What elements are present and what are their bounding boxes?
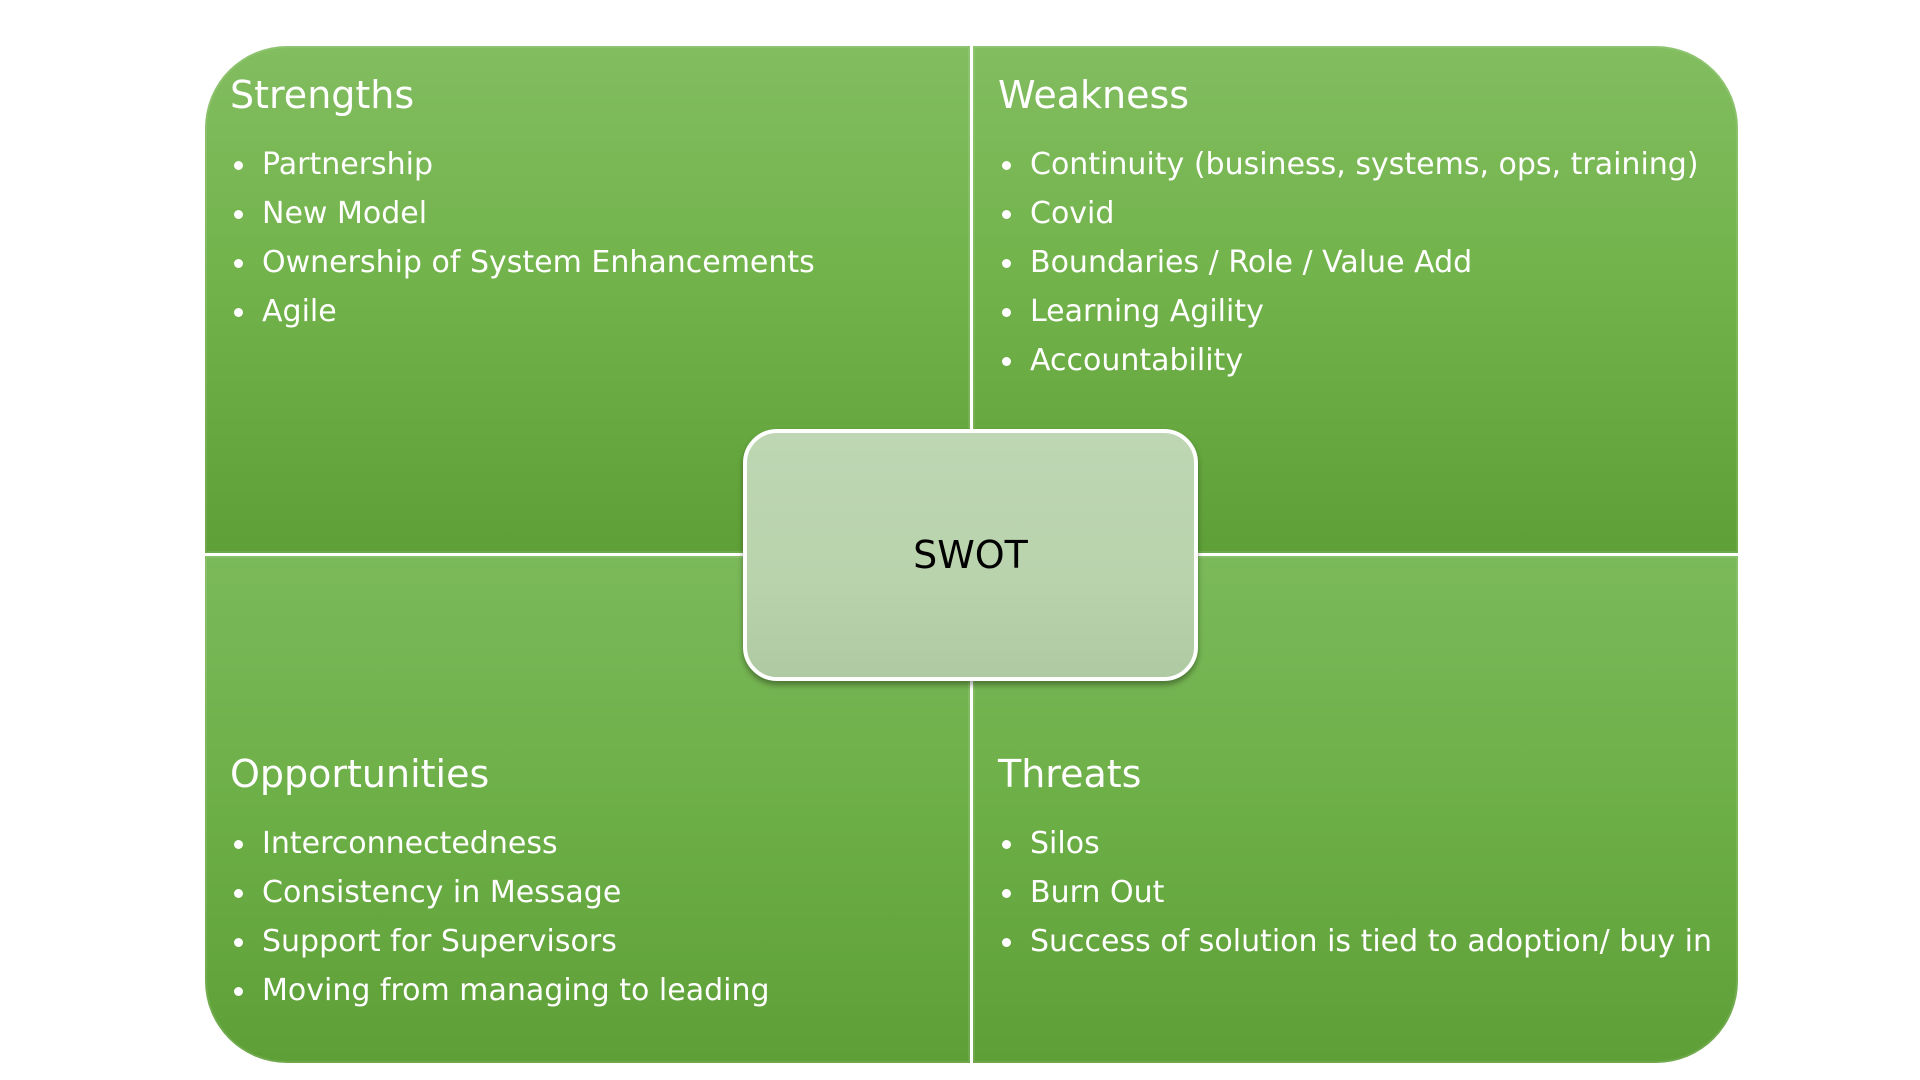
swot-center-label: SWOT	[913, 533, 1028, 577]
opportunities-item: Interconnectedness	[230, 823, 948, 865]
swot-center-box: SWOT	[743, 429, 1198, 681]
weakness-title: Weakness	[998, 73, 1190, 117]
bullet-icon	[1002, 210, 1011, 219]
strengths-item: Ownership of System Enhancements	[230, 242, 948, 284]
strengths-item: New Model	[230, 193, 948, 235]
threats-item: Burn Out	[998, 872, 1716, 914]
strengths-item-text: Ownership of System Enhancements	[262, 245, 815, 280]
bullet-icon	[1002, 357, 1011, 366]
bullet-icon	[234, 987, 243, 996]
opportunities-list: Interconnectedness Consistency in Messag…	[230, 823, 948, 1019]
weakness-item-text: Learning Agility	[1030, 294, 1264, 329]
bullet-icon	[234, 210, 243, 219]
threats-item: Silos	[998, 823, 1716, 865]
threats-item-text: Silos	[1030, 826, 1100, 861]
strengths-quadrant: Strengths Partnership New Model Ownershi…	[205, 46, 970, 553]
weakness-item-text: Accountability	[1030, 343, 1244, 378]
opportunities-title: Opportunities	[230, 752, 490, 796]
weakness-item-text: Covid	[1030, 196, 1115, 231]
opportunities-item-text: Support for Supervisors	[262, 924, 617, 959]
strengths-item-text: Agile	[262, 294, 337, 329]
opportunities-item: Support for Supervisors	[230, 921, 948, 963]
threats-list: Silos Burn Out Success of solution is ti…	[998, 823, 1716, 970]
threats-item-text: Burn Out	[1030, 875, 1165, 910]
strengths-item-text: Partnership	[262, 147, 434, 182]
bullet-icon	[234, 259, 243, 268]
opportunities-item-text: Moving from managing to leading	[262, 973, 770, 1008]
bullet-icon	[1002, 889, 1011, 898]
bullet-icon	[1002, 161, 1011, 170]
strengths-title: Strengths	[230, 73, 415, 117]
opportunities-item-text: Interconnectedness	[262, 826, 558, 861]
strengths-item: Agile	[230, 291, 948, 333]
weakness-list: Continuity (business, systems, ops, trai…	[998, 144, 1716, 389]
weakness-item: Boundaries / Role / Value Add	[998, 242, 1716, 284]
threats-title: Threats	[998, 752, 1142, 796]
bullet-icon	[234, 161, 243, 170]
opportunities-item-text: Consistency in Message	[262, 875, 622, 910]
strengths-list: Partnership New Model Ownership of Syste…	[230, 144, 948, 340]
bullet-icon	[234, 308, 243, 317]
bullet-icon	[234, 938, 243, 947]
swot-matrix: Strengths Partnership New Model Ownershi…	[205, 46, 1738, 1063]
weakness-item-text: Continuity (business, systems, ops, trai…	[1030, 147, 1699, 182]
weakness-item-text: Boundaries / Role / Value Add	[1030, 245, 1473, 280]
threats-item-text: Success of solution is tied to adoption/…	[1030, 924, 1713, 959]
threats-item: Success of solution is tied to adoption/…	[998, 921, 1716, 963]
bullet-icon	[1002, 259, 1011, 268]
bullet-icon	[1002, 840, 1011, 849]
weakness-item: Learning Agility	[998, 291, 1716, 333]
bullet-icon	[1002, 938, 1011, 947]
weakness-item: Covid	[998, 193, 1716, 235]
bullet-icon	[234, 889, 243, 898]
bullet-icon	[1002, 308, 1011, 317]
opportunities-item: Consistency in Message	[230, 872, 948, 914]
strengths-item-text: New Model	[262, 196, 428, 231]
opportunities-quadrant: Opportunities Interconnectedness Consist…	[205, 556, 970, 1063]
weakness-item: Accountability	[998, 340, 1716, 382]
bullet-icon	[234, 840, 243, 849]
strengths-item: Partnership	[230, 144, 948, 186]
weakness-item: Continuity (business, systems, ops, trai…	[998, 144, 1716, 186]
opportunities-item: Moving from managing to leading	[230, 970, 948, 1012]
